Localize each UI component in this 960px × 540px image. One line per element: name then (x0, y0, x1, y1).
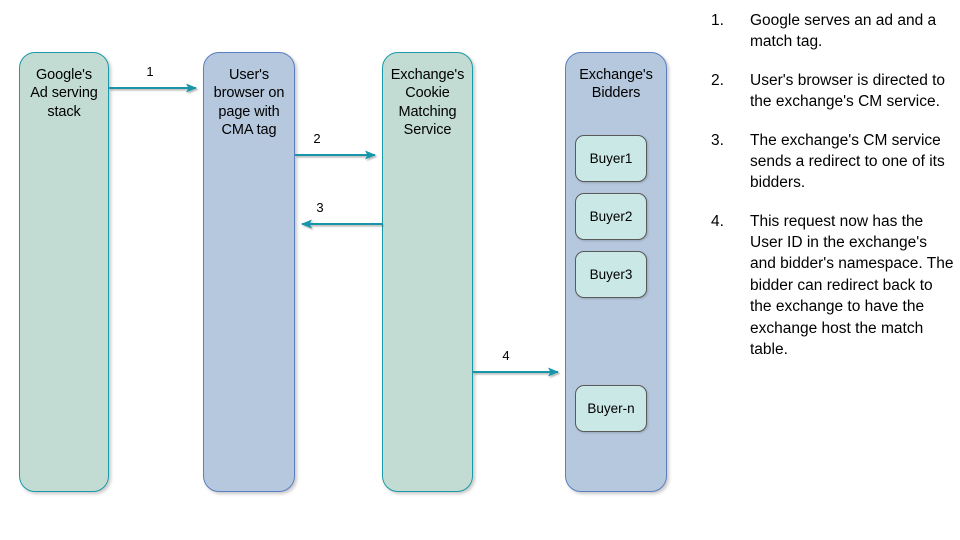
node-label-user-browser: User's browser on page with CMA tag (213, 67, 285, 139)
buyer-label-buyer-n: Buyer-n (587, 401, 635, 416)
buyer-label-buyer2: Buyer2 (589, 209, 633, 224)
legend-number-3: 3. (711, 131, 724, 149)
legend-number-1: 1. (711, 12, 724, 29)
legend-item-2: 2. User's browser is directed to the exc… (706, 70, 954, 113)
node-exchange-cookie-matching-service[interactable]: Exchange's Cookie Matching Service (382, 52, 473, 492)
legend-item-4: 4. This request now has the User ID in t… (706, 211, 954, 361)
arrow-number-4: 4 (502, 348, 510, 363)
node-user-browser[interactable]: User's browser on page with CMA tag (203, 52, 295, 492)
buyer-box-buyer2[interactable]: Buyer2 (575, 193, 647, 240)
legend-item-1: 1. Google serves an ad and a match tag. (706, 10, 954, 53)
buyer-box-buyer1[interactable]: Buyer1 (575, 135, 647, 182)
buyer-label-buyer3: Buyer3 (589, 267, 633, 282)
buyer-box-buyer3[interactable]: Buyer3 (575, 251, 647, 298)
legend-number-2: 2. (711, 71, 724, 89)
node-label-google-ad-serving-stack: Google's Ad serving stack (30, 67, 98, 120)
node-label-exchange-bidders: Exchange's Bidders (579, 67, 653, 102)
node-label-exchange-cookie-matching-service: Exchange's Cookie Matching Service (390, 67, 465, 139)
legend-text-4: This request now has the User ID in the … (750, 212, 954, 358)
legend-text-3: The exchange's CM service sends a redire… (750, 131, 945, 192)
buyer-box-buyer-n[interactable]: Buyer-n (575, 385, 647, 432)
buyer-label-buyer1: Buyer1 (589, 151, 633, 166)
legend-text-2: User's browser is directed to the exchan… (750, 71, 946, 111)
legend-number-4: 4. (711, 212, 724, 230)
arrow-number-1: 1 (146, 64, 154, 79)
arrow-number-3: 3 (316, 200, 324, 215)
legend-text-1: Google serves an ad and a match tag. (750, 12, 937, 51)
node-google-ad-serving-stack[interactable]: Google's Ad serving stack (19, 52, 109, 492)
legend-list: 1. Google serves an ad and a match tag. … (706, 10, 954, 377)
legend-item-3: 3. The exchange's CM service sends a red… (706, 130, 954, 194)
arrow-number-2: 2 (313, 131, 321, 146)
